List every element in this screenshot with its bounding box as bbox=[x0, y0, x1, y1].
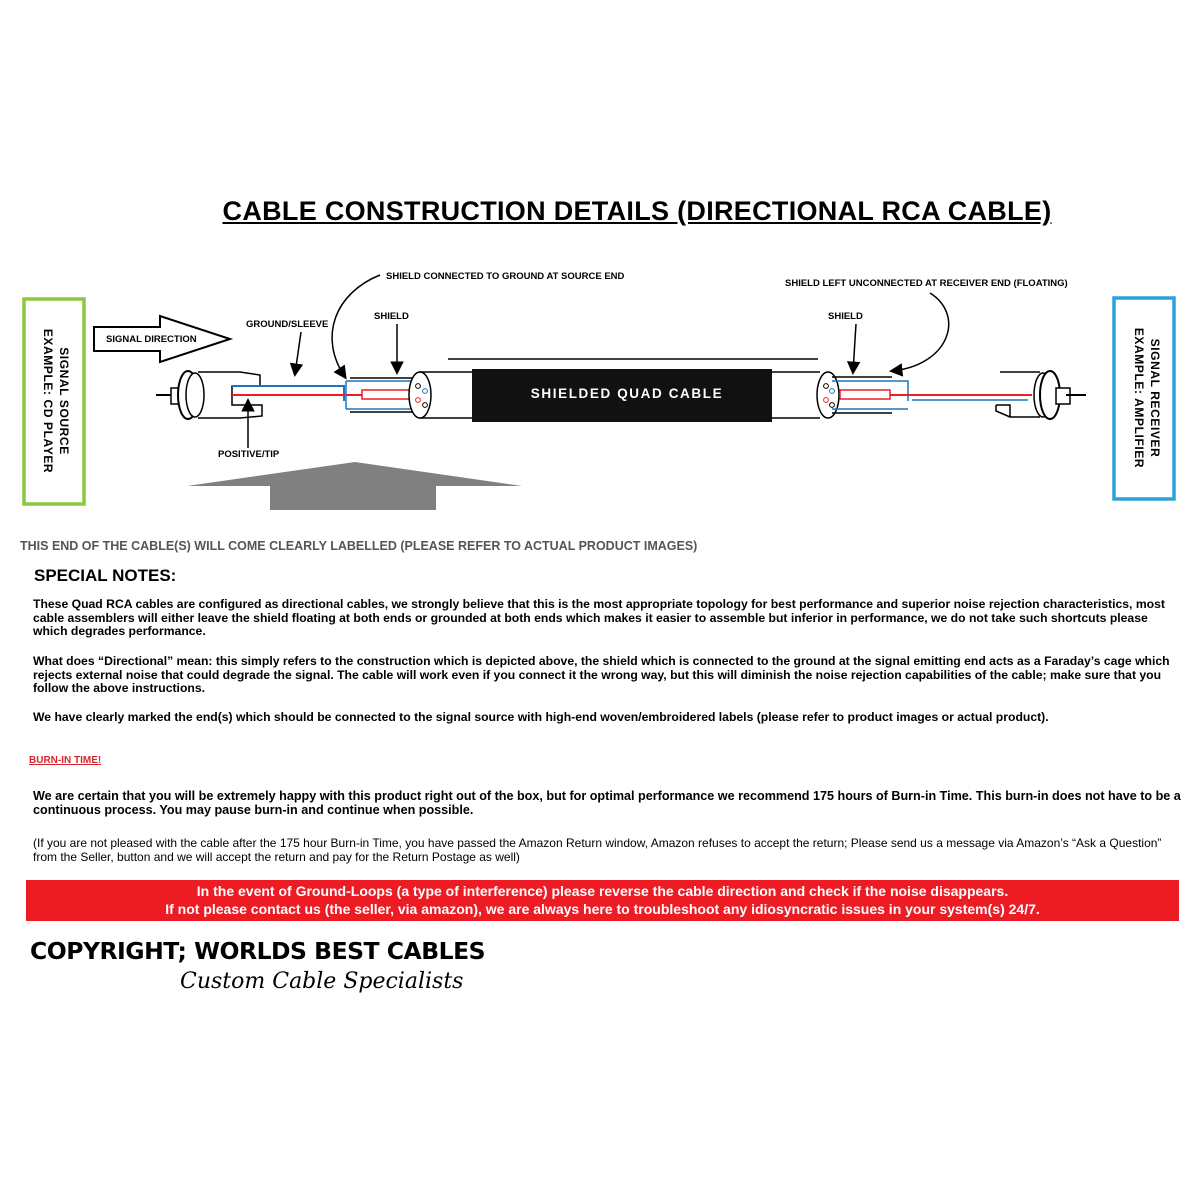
shield-left-label: SHIELD bbox=[374, 311, 409, 322]
signal-receiver-box: SIGNAL RECEIVER EXAMPLE: AMPLIFIER bbox=[1112, 296, 1176, 501]
right-rca-plug bbox=[995, 370, 1086, 420]
ground-sleeve-label: GROUND/SLEEVE bbox=[246, 319, 328, 330]
ground-sleeve-pointer bbox=[289, 331, 304, 377]
signal-direction-arrow: SIGNAL DIRECTION bbox=[93, 314, 234, 364]
shielded-cable: SHIELDED QUAD CABLE bbox=[448, 358, 820, 422]
ground-loop-banner: In the event of Ground-Loops (a type of … bbox=[26, 880, 1179, 921]
left-wiring bbox=[232, 377, 430, 413]
special-notes-heading: SPECIAL NOTES: bbox=[34, 566, 177, 585]
shield-receiver-pointer bbox=[889, 292, 950, 377]
shield-source-note: SHIELD CONNECTED TO GROUND AT SOURCE END bbox=[386, 271, 625, 282]
burn-in-heading: BURN-IN TIME! bbox=[29, 755, 102, 766]
signal-source-label: SIGNAL SOURCE bbox=[57, 347, 71, 455]
signal-direction-label: SIGNAL DIRECTION bbox=[106, 334, 197, 345]
burn-in-paragraph: We are certain that you will be extremel… bbox=[33, 789, 1181, 818]
notes-paragraph-directional-meaning: What does “Directional” mean: this simpl… bbox=[33, 654, 1170, 696]
return-policy-paragraph: (If you are not pleased with the cable a… bbox=[33, 836, 1162, 864]
cable-diagram: SIGNAL SOURCE EXAMPLE: CD PLAYER SIGNAL … bbox=[22, 271, 1176, 510]
signal-source-example: EXAMPLE: CD PLAYER bbox=[41, 329, 55, 473]
notes-paragraph-directional-config: These Quad RCA cables are configured as … bbox=[33, 597, 1165, 639]
cable-label: SHIELDED QUAD CABLE bbox=[531, 386, 723, 401]
banner-line-1: In the event of Ground-Loops (a type of … bbox=[196, 883, 1009, 899]
right-wiring bbox=[832, 376, 1032, 414]
right-cable-end bbox=[816, 371, 840, 419]
label-indicator-arrow bbox=[187, 462, 522, 510]
notes-paragraph-labels: We have clearly marked the end(s) which … bbox=[33, 710, 1049, 724]
signal-receiver-example: EXAMPLE: AMPLIFIER bbox=[1132, 328, 1146, 468]
signal-receiver-label: SIGNAL RECEIVER bbox=[1148, 339, 1162, 458]
shield-right-label: SHIELD bbox=[828, 311, 863, 322]
left-cable-end bbox=[408, 371, 476, 419]
tagline-text: Custom Cable Specialists bbox=[180, 969, 464, 994]
banner-line-2: If not please contact us (the seller, vi… bbox=[165, 900, 1040, 917]
positive-tip-label: POSITIVE/TIP bbox=[218, 449, 280, 460]
shield-right-pointer bbox=[846, 323, 861, 375]
shield-source-pointer bbox=[331, 274, 381, 380]
label-note: THIS END OF THE CABLE(S) WILL COME CLEAR… bbox=[20, 539, 698, 553]
page-title: CABLE CONSTRUCTION DETAILS (DIRECTIONAL … bbox=[222, 196, 1052, 226]
signal-source-box: SIGNAL SOURCE EXAMPLE: CD PLAYER bbox=[22, 297, 86, 506]
copyright-text: COPYRIGHT; WORLDS BEST CABLES bbox=[30, 937, 486, 965]
left-rca-plug bbox=[156, 370, 263, 420]
shield-receiver-note: SHIELD LEFT UNCONNECTED AT RECEIVER END … bbox=[785, 278, 1068, 289]
